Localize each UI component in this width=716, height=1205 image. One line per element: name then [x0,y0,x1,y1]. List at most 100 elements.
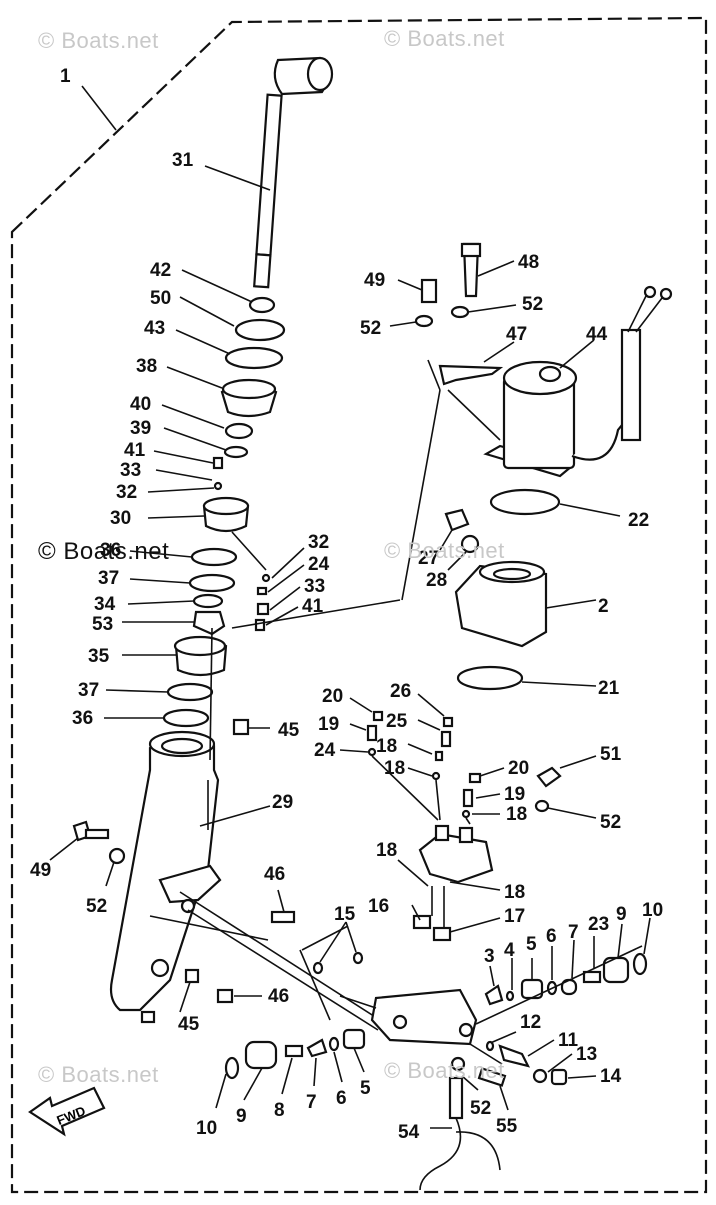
assembly-boundary [10,16,708,1194]
callout-number: 6 [336,1088,347,1109]
callout-number: 33 [304,576,325,597]
callout-number: 26 [390,681,411,702]
callout-number: 18 [384,758,405,779]
valve-row-left [215,1028,366,1109]
callout-number: 19 [504,784,525,805]
callout-number: 27 [418,548,439,569]
fwd-arrow: FWD [28,1086,106,1137]
motor [483,285,673,478]
callout-number: 16 [368,896,389,917]
callout-number: 36 [72,708,93,729]
callout-number: 45 [278,720,300,741]
callout-number: 9 [236,1106,247,1127]
callout-number: 49 [30,860,51,881]
callout-number: 50 [150,288,171,309]
callout-number: 12 [520,1012,541,1033]
watermark: © Boats.net [38,28,159,53]
callout-number: 48 [518,252,539,273]
callout-number: 36 [100,540,121,561]
callout-number: 34 [94,594,116,615]
callout-number: 49 [364,270,385,291]
callout-number: 5 [526,934,537,955]
callout-number: 44 [586,324,608,345]
callout-number: 33 [120,460,141,481]
callout-number: 24 [308,554,330,575]
callout-number: 4 [504,940,515,961]
callout-number: 28 [426,570,447,591]
callout-number: 29 [272,792,293,813]
callout-number: 51 [600,744,622,765]
valve-parts [339,693,505,825]
callout-number: 20 [508,758,529,779]
reservoir [454,560,597,648]
callout-number: 11 [558,1030,579,1051]
seal-stack [162,296,286,728]
callout-number: 22 [628,510,649,531]
callout-number: 42 [150,260,171,281]
cylinder-body [109,730,271,1012]
callout-number: 1 [60,66,71,87]
callout-number: 39 [130,418,151,439]
callout-number: 18 [376,736,397,757]
callout-number: 3 [484,946,495,967]
callout-number: 43 [144,318,165,339]
callout-number: 32 [308,532,329,553]
callout-number: 25 [386,711,408,732]
callout-number: 20 [322,686,343,707]
callout-number: 35 [88,646,110,667]
motor-fasteners [389,242,517,386]
callout-number: 18 [506,804,527,825]
callout-number: 46 [264,864,285,885]
callout-number: 46 [268,986,289,1007]
callout-number: 24 [314,740,336,761]
callout-number: 52 [600,812,621,833]
callout-number: 41 [302,596,324,617]
callout-number: 10 [642,900,663,921]
callout-number: 5 [360,1078,371,1099]
callout-number: 53 [92,614,113,635]
callout-number: 37 [78,680,99,701]
pump-body [397,824,501,942]
bolt-left [49,820,126,887]
callout-number: 17 [504,906,525,927]
callout-number: 52 [522,294,543,315]
callout-number: 31 [172,150,194,171]
callout-number: 7 [306,1092,317,1113]
callout-number: 10 [196,1118,217,1139]
callout-number: 8 [274,1100,285,1121]
callout-number: 52 [86,896,107,917]
callout-number: 40 [130,394,151,415]
callout-number: 19 [318,714,339,735]
callout-number: 32 [116,482,137,503]
piston-rod [204,56,334,289]
watermark: © Boats.net [384,538,505,563]
valve-block [339,945,643,1065]
callout-number: 7 [568,922,579,943]
watermark: © Boats.net [384,1058,505,1083]
callout-number: 55 [496,1116,518,1137]
callout-number: 41 [124,440,146,461]
watermark: © Boats.net [384,26,505,51]
callout-number: 6 [546,926,557,947]
callout-number: 45 [178,1014,200,1035]
ground-lead [419,1056,509,1191]
callout-number: 14 [600,1066,622,1087]
callout-number: 52 [470,1098,491,1119]
callout-number: 2 [598,596,609,617]
callout-numbers: 1314250433840394133323036373453353736322… [30,66,663,1143]
callout-number: 54 [398,1122,420,1143]
watermark: © Boats.net [38,538,170,565]
callout-number: 38 [136,356,157,377]
watermark: © Boats.net [38,1062,159,1087]
callout-number: 18 [504,882,525,903]
callout-number: 21 [598,678,620,699]
callout-number: 18 [376,840,397,861]
left-leaders [104,269,267,719]
callout-number: 15 [334,904,356,925]
callout-number: 30 [110,508,131,529]
callout-number: 37 [98,568,119,589]
callout-number: 52 [360,318,381,339]
callout-number: 13 [576,1044,597,1065]
